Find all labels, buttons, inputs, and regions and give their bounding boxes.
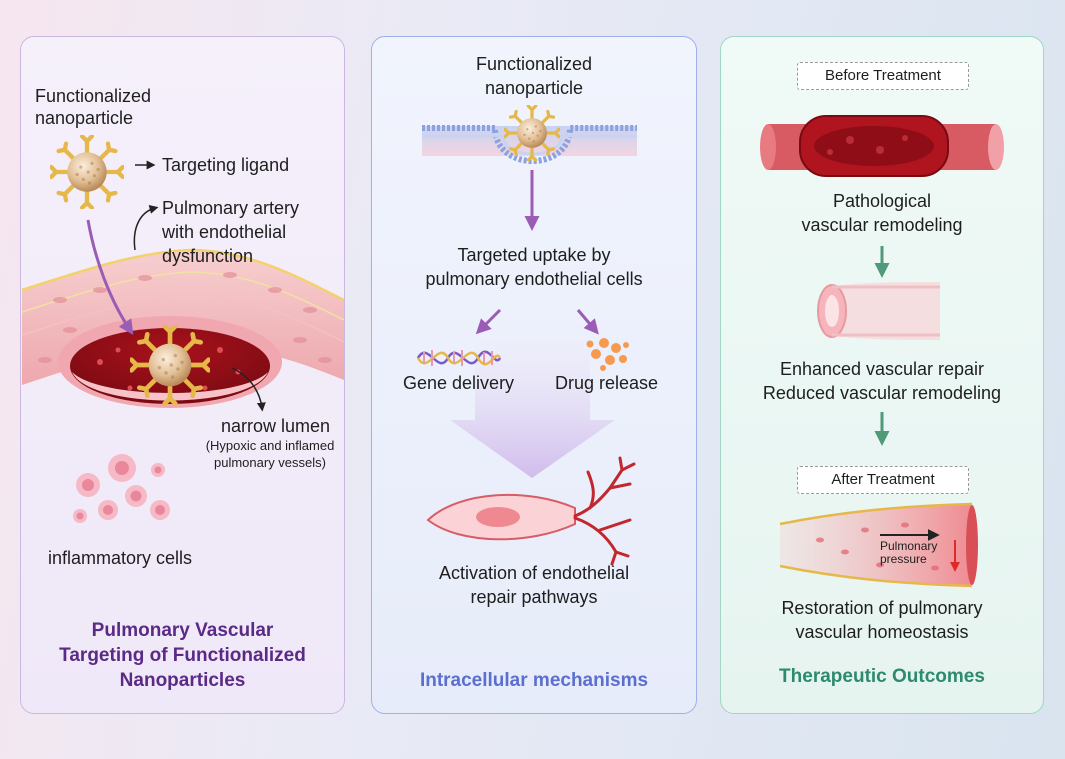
restoration-label-1: Restoration of pulmonary [781,598,983,618]
activation-label-2: repair pathways [470,587,598,607]
uptake-label-2: pulmonary endothelial cells [425,269,643,289]
before-treatment-box: Before Treatment [797,62,969,90]
uptake-label-1: Targeted uptake by [457,245,611,265]
artery-label-1: Pulmonary artery [162,198,300,218]
healthy-vessel-icon [779,502,978,588]
repair-label-2: Reduced vascular remodeling [762,383,1002,403]
middle-title: Intracellular mechanisms [419,670,649,691]
left-nanoparticle-label: Functionalized nanoparticle [35,86,152,128]
left-title-2: Targeting of Functionalized [59,645,306,666]
left-title-1: Pulmonary Vascular [91,620,274,641]
narrow-lumen-label: narrow lumen [221,416,331,436]
middle-nanoparticle-label-2: nanoparticle [484,78,584,98]
gene-delivery-label: Gene delivery [403,373,515,393]
drug-release-label: Drug release [555,373,659,393]
middle-nanoparticle-label-1: Functionalized [475,54,593,74]
inflammatory-cells-label: inflammatory cells [48,548,193,568]
inflammatory-cells-icon [73,454,170,523]
repaired-vessel-icon [817,282,940,340]
drug-particles-icon [586,338,629,371]
left-title-3: Nanoparticles [119,670,246,691]
dna-icon [416,350,502,366]
artery-label-3: dysfunction [162,246,254,266]
pressure-label-1: Pulmonary [880,539,938,553]
pathological-label-1: Pathological [832,191,932,211]
lumen-note-1: (Hypoxic and inflamed [205,438,335,453]
nanoparticle-icon [51,136,123,208]
endothelial-cell-icon [426,456,636,566]
artery-icon [21,248,345,408]
pathological-label-2: vascular remodeling [801,215,963,235]
vessel-icon [760,115,1004,177]
repair-label-1: Enhanced vascular repair [779,359,985,379]
activation-label-1: Activation of endothelial [438,563,630,583]
artery-label-2: with endothelial [162,222,287,242]
pressure-label-2: pressure [880,552,927,566]
targeting-ligand-label: Targeting ligand [162,155,290,175]
lumen-note-2: pulmonary vessels) [214,455,326,470]
restoration-label-2: vascular homeostasis [795,622,969,642]
right-title: Therapeutic Outcomes [779,666,985,687]
after-treatment-box: After Treatment [797,466,969,494]
